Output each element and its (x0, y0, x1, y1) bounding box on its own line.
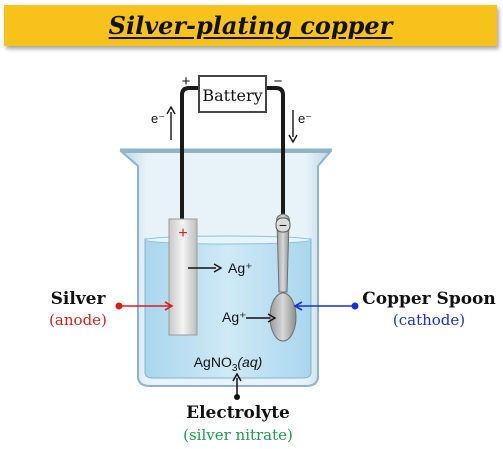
battery-label: Battery (202, 86, 262, 105)
wire-positive (180, 86, 199, 226)
title-banner: Silver-plating copper (4, 5, 497, 46)
battery-positive-sign: + (182, 73, 191, 90)
ion-arrow-mid-head (267, 313, 277, 323)
formula-subscript: 3 (232, 363, 238, 374)
ion-arrow-top-head (213, 263, 223, 273)
battery-negative-sign: − (274, 73, 283, 90)
solution-formula: AgNO3(aq) (194, 354, 263, 374)
electrolyte-pointer-head (232, 372, 242, 382)
anode-role: (anode) (49, 311, 107, 329)
electron-label-right: e⁻ (298, 111, 312, 126)
battery-box (198, 75, 267, 113)
ion-label-top: Ag⁺ (228, 260, 253, 276)
electrolyte-description: (silver nitrate) (183, 426, 293, 444)
ion-label-mid: Ag⁺ (222, 309, 247, 325)
spoon-sign: − (279, 217, 287, 233)
wire-negative (266, 86, 285, 222)
beaker (119, 148, 333, 387)
cathode-pointer (293, 301, 359, 311)
silver-bar-sign: + (178, 225, 187, 242)
cathode-name: Copper Spoon (362, 289, 496, 309)
electrolyte-pointer-dot (234, 394, 240, 400)
formula-state: (aq) (237, 354, 262, 370)
anode-pointer-head (164, 301, 174, 311)
anode-name: Silver (51, 289, 107, 309)
electron-arrow-up-head (166, 105, 176, 115)
copper-spoon: − (269, 213, 297, 342)
battery: Battery + − (182, 73, 283, 113)
spoon-bowl (269, 292, 297, 342)
silver-bar: + (168, 218, 198, 336)
formula-prefix: AgNO (194, 354, 232, 370)
diagram-title: Silver-plating copper (108, 11, 393, 40)
cathode-pointer-head (293, 301, 303, 311)
electrolyte-name: Electrolyte (186, 403, 290, 423)
electron-flow: e⁻ e⁻ (151, 105, 312, 144)
electrolyte-pointer (232, 372, 242, 400)
ion-flow: Ag⁺ Ag⁺ (188, 260, 277, 325)
wires (180, 86, 285, 226)
silver-bar-body (168, 218, 198, 336)
electron-arrow-down-head (288, 134, 298, 144)
anode-pointer (115, 301, 174, 311)
electron-label-left: e⁻ (151, 111, 165, 126)
spoon-cap (275, 217, 291, 233)
cathode-role: (cathode) (393, 311, 465, 329)
